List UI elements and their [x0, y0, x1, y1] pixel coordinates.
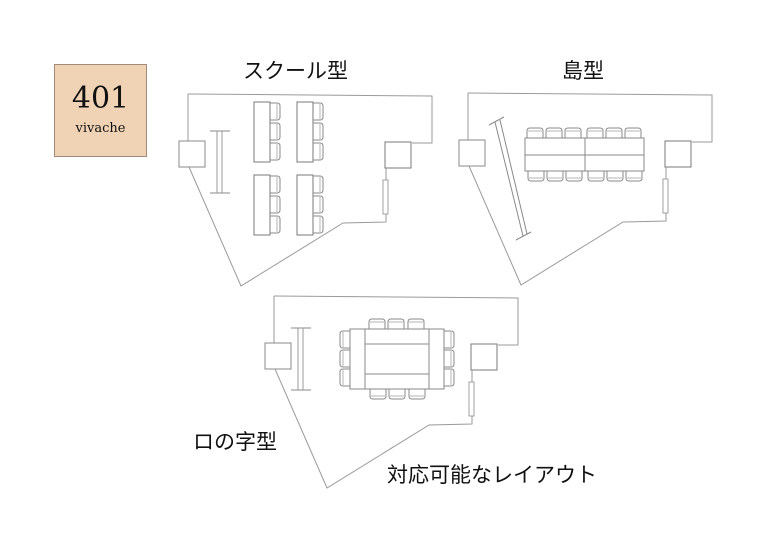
screen-icon [210, 130, 230, 194]
plan-island [458, 92, 713, 286]
layout-title-u-shape: ロの字型 [193, 430, 277, 454]
room-number: 401 [71, 81, 130, 116]
plan-school [178, 93, 433, 287]
plan-u-shape [264, 295, 519, 489]
room-badge: 401 vivache [54, 64, 147, 157]
layout-title-island: 島型 [562, 59, 604, 83]
room-name: vivache [75, 121, 126, 136]
layouts-caption: 対応可能なレイアウト [387, 463, 597, 487]
screen-icon [488, 116, 532, 241]
screen-icon [291, 327, 311, 391]
layout-title-school: スクール型 [243, 59, 348, 83]
